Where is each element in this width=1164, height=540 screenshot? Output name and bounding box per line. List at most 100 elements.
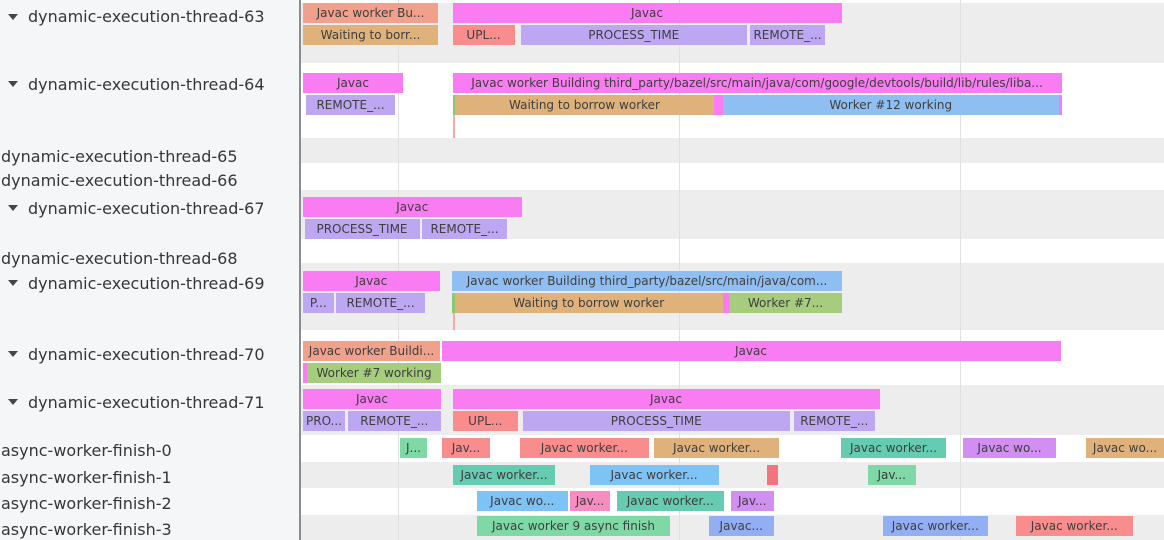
event-slice[interactable]: Javac bbox=[441, 340, 1061, 361]
event-slice[interactable]: Javac wo... bbox=[963, 437, 1056, 458]
slice-label: Javac worker Bu... bbox=[316, 6, 425, 20]
event-slice[interactable]: Javac wo... bbox=[1086, 437, 1164, 458]
slice-label: REMOTE_... bbox=[430, 221, 499, 236]
thread-row-dynamic-execution-thread-69[interactable]: dynamic-execution-thread-69 bbox=[8, 272, 265, 294]
event-slice[interactable]: Javac worker... bbox=[841, 437, 946, 458]
event-slice[interactable]: Javac worker... bbox=[520, 437, 649, 458]
event-slice[interactable]: Javac worker Buildi... bbox=[303, 340, 440, 361]
event-slice[interactable]: Javac worker 9 async finish bbox=[477, 516, 670, 536]
thread-row-dynamic-execution-thread-70[interactable]: dynamic-execution-thread-70 bbox=[8, 343, 265, 365]
event-slice[interactable]: PRO... bbox=[303, 410, 345, 431]
event-slice[interactable]: REMOTE_... bbox=[336, 292, 425, 313]
event-slice-fragment[interactable] bbox=[453, 114, 456, 138]
event-slice[interactable]: Javac worker Building third_party/bazel/… bbox=[452, 72, 1062, 93]
event-slice-fragment[interactable] bbox=[722, 292, 729, 313]
event-slice[interactable]: Javac worker... bbox=[617, 490, 724, 511]
event-slice-fragment[interactable] bbox=[453, 312, 456, 330]
event-slice[interactable]: Jav... bbox=[570, 490, 610, 511]
thread-row-dynamic-execution-thread-67[interactable]: dynamic-execution-thread-67 bbox=[8, 197, 265, 219]
collapse-triangle-icon[interactable] bbox=[8, 13, 18, 20]
event-slice[interactable]: Javac worker... bbox=[589, 464, 719, 485]
event-slice[interactable]: Javac worker... bbox=[1016, 516, 1133, 536]
thread-name-label: dynamic-execution-thread-63 bbox=[28, 7, 265, 26]
event-slice[interactable]: Javac worker Building third_party/bazel/… bbox=[452, 270, 842, 291]
event-slice[interactable]: Javac worker... bbox=[654, 437, 779, 458]
slice-label: Javac wo... bbox=[1092, 440, 1158, 455]
thread-row-async-worker-finish-2[interactable]: async-worker-finish-2 bbox=[1, 492, 172, 514]
thread-name-label: dynamic-execution-thread-65 bbox=[1, 147, 238, 166]
event-slice[interactable]: PROCESS_TIME bbox=[304, 218, 420, 239]
event-slice[interactable]: REMOTE_... bbox=[750, 25, 825, 45]
event-slice[interactable]: Javac bbox=[303, 270, 440, 291]
event-slice[interactable]: P... bbox=[303, 292, 334, 313]
slice-label: Javac worker... bbox=[1030, 519, 1118, 533]
thread-name-label: dynamic-execution-thread-69 bbox=[28, 273, 265, 293]
slice-label: Javac bbox=[396, 199, 429, 214]
event-slice[interactable]: Javac worker Bu... bbox=[303, 3, 438, 23]
event-slice[interactable]: Javac wo... bbox=[477, 490, 568, 511]
event-slice[interactable]: Jav... bbox=[442, 437, 490, 458]
slice-label: P... bbox=[309, 295, 327, 310]
track-band bbox=[301, 138, 1164, 163]
event-slice[interactable]: REMOTE_... bbox=[306, 94, 395, 115]
slice-label: Javac... bbox=[719, 519, 763, 533]
event-slice[interactable]: Javac bbox=[303, 72, 403, 93]
event-slice[interactable]: J... bbox=[400, 437, 427, 458]
collapse-triangle-icon[interactable] bbox=[8, 280, 18, 286]
event-slice[interactable]: REMOTE_... bbox=[422, 218, 507, 239]
thread-name-label: async-worker-finish-1 bbox=[1, 467, 172, 487]
event-slice[interactable]: REMOTE_... bbox=[793, 410, 875, 431]
event-slice[interactable]: Javac bbox=[303, 196, 522, 217]
time-gridline bbox=[398, 0, 399, 540]
event-slice-fragment[interactable] bbox=[1059, 94, 1062, 115]
event-slice[interactable]: PROCESS_TIME bbox=[523, 410, 790, 431]
slice-label: J... bbox=[406, 440, 421, 455]
event-slice[interactable]: Worker #7 working bbox=[307, 362, 441, 383]
event-slice[interactable]: Waiting to borrow worker bbox=[455, 94, 714, 115]
event-slice[interactable]: REMOTE_... bbox=[347, 410, 441, 431]
slice-label: Javac worker... bbox=[540, 440, 628, 455]
thread-row-dynamic-execution-thread-68[interactable]: dynamic-execution-thread-68 bbox=[1, 247, 238, 269]
event-slice[interactable]: Javac bbox=[452, 3, 842, 23]
event-slice-fragment[interactable] bbox=[452, 292, 455, 313]
slice-label: REMOTE_... bbox=[316, 97, 385, 112]
event-slice[interactable]: Worker #7... bbox=[729, 292, 842, 313]
track-band bbox=[301, 462, 1164, 488]
slice-label: Javac worker... bbox=[891, 519, 979, 533]
event-slice[interactable]: Javac worker... bbox=[453, 464, 555, 485]
event-slice[interactable]: Javac... bbox=[708, 516, 774, 536]
event-slice[interactable]: UPL... bbox=[453, 410, 518, 431]
thread-row-dynamic-execution-thread-66[interactable]: dynamic-execution-thread-66 bbox=[1, 170, 238, 192]
event-slice-fragment[interactable] bbox=[714, 94, 723, 115]
event-slice[interactable]: Javac worker... bbox=[882, 516, 988, 536]
event-slice-fragment[interactable] bbox=[766, 464, 778, 485]
slice-label: Worker #7 working bbox=[316, 365, 432, 380]
slice-label: Javac bbox=[337, 75, 369, 90]
event-slice[interactable]: Javac bbox=[303, 388, 441, 409]
slice-label: PROCESS_TIME bbox=[316, 221, 408, 236]
event-slice[interactable]: Worker #12 working bbox=[722, 94, 1059, 115]
thread-row-dynamic-execution-thread-65[interactable]: dynamic-execution-thread-65 bbox=[1, 146, 238, 168]
event-slice-fragment[interactable] bbox=[452, 94, 455, 115]
event-slice[interactable]: UPL... bbox=[452, 25, 515, 45]
thread-row-async-worker-finish-1[interactable]: async-worker-finish-1 bbox=[1, 466, 172, 488]
collapse-triangle-icon[interactable] bbox=[8, 399, 18, 405]
thread-name-label: dynamic-execution-thread-66 bbox=[1, 171, 238, 190]
thread-row-dynamic-execution-thread-64[interactable]: dynamic-execution-thread-64 bbox=[8, 73, 265, 95]
collapse-triangle-icon[interactable] bbox=[8, 351, 18, 357]
thread-row-dynamic-execution-thread-71[interactable]: dynamic-execution-thread-71 bbox=[8, 391, 265, 413]
thread-row-async-worker-finish-3[interactable]: async-worker-finish-3 bbox=[1, 518, 172, 540]
event-slice[interactable]: PROCESS_TIME bbox=[520, 25, 747, 45]
event-slice[interactable]: Waiting to borrow worker bbox=[455, 292, 723, 313]
thread-row-async-worker-finish-0[interactable]: async-worker-finish-0 bbox=[1, 440, 172, 462]
event-slice[interactable]: Jav... bbox=[867, 464, 916, 485]
thread-name-label: dynamic-execution-thread-68 bbox=[1, 248, 238, 268]
event-slice[interactable]: Waiting to borr... bbox=[303, 25, 438, 45]
time-gridline bbox=[960, 0, 961, 540]
event-slice[interactable]: Jav... bbox=[731, 490, 774, 511]
thread-row-dynamic-execution-thread-63[interactable]: dynamic-execution-thread-63 bbox=[8, 6, 265, 28]
event-slice[interactable]: Javac bbox=[452, 388, 880, 409]
event-slice-fragment[interactable] bbox=[303, 362, 308, 383]
collapse-triangle-icon[interactable] bbox=[8, 205, 18, 211]
collapse-triangle-icon[interactable] bbox=[8, 81, 18, 87]
